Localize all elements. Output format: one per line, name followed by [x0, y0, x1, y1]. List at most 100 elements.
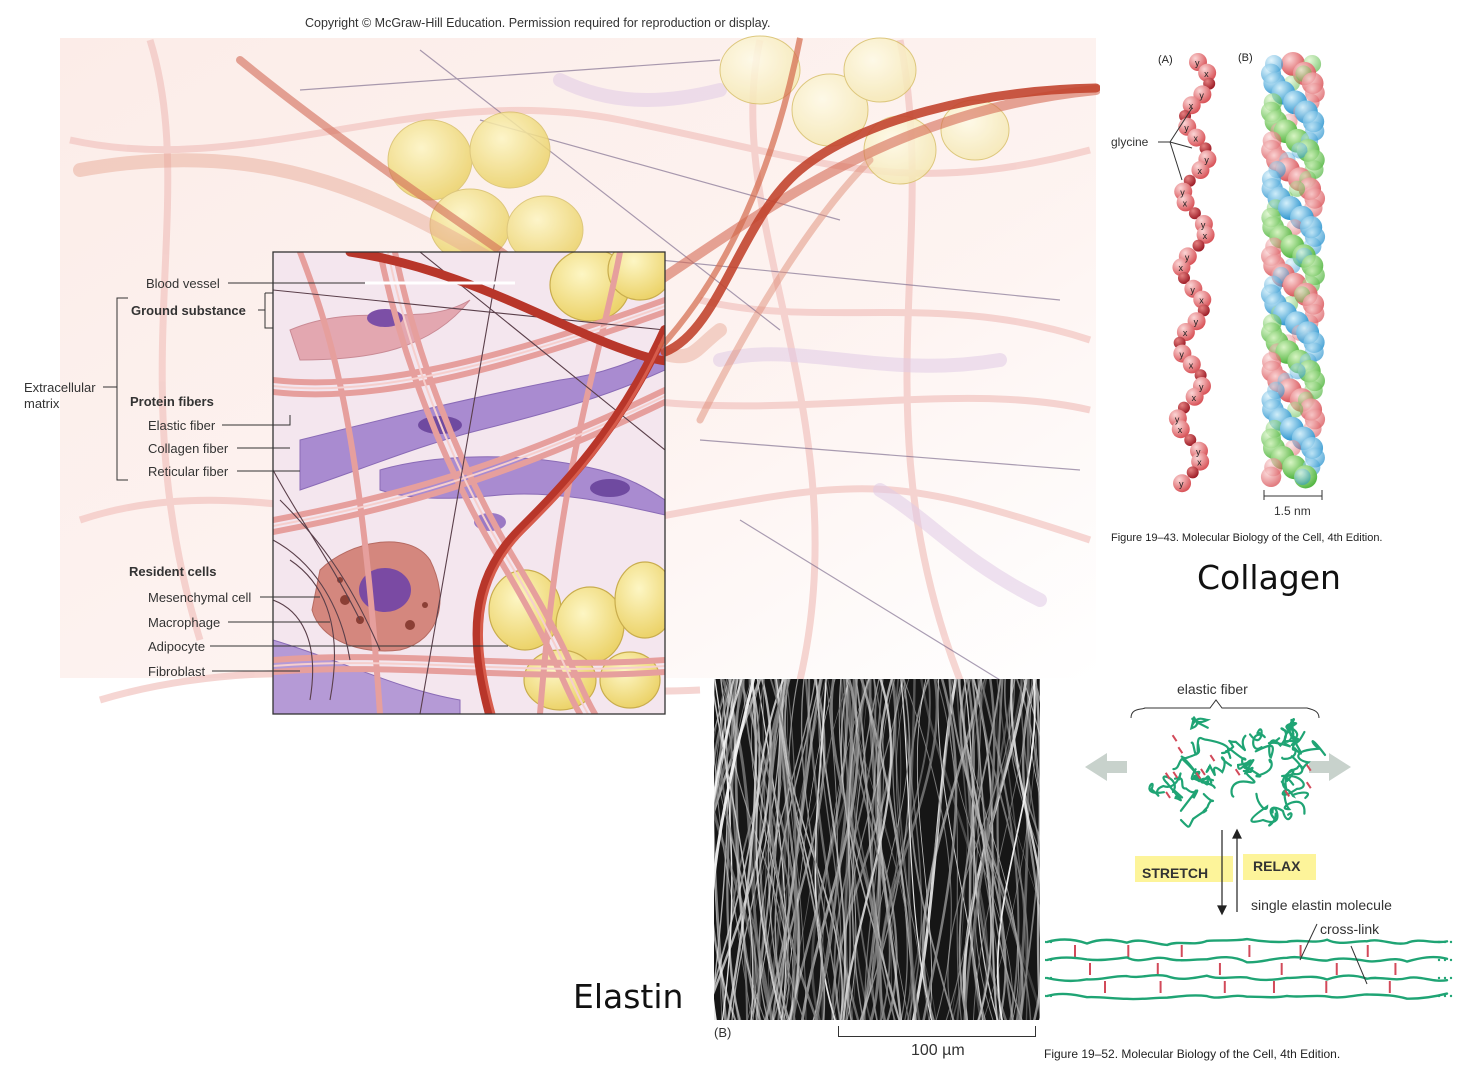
residue-label: y — [1175, 414, 1180, 424]
elastin-fiber-strand — [1015, 673, 1030, 1026]
elastin-fiber-strand — [907, 673, 922, 1026]
elastin-fiber-strand — [859, 673, 883, 1026]
elastin-fiber-strand — [749, 673, 788, 1026]
label-protein-fibers: Protein fibers — [130, 394, 214, 409]
elastin-molecule-coil — [1284, 718, 1298, 742]
elastin-fiber-strand — [815, 673, 846, 1026]
label-collagen-fiber: Collagen fiber — [148, 441, 229, 456]
relaxed-cross-link — [1165, 791, 1171, 799]
elastin-fiber-strand — [726, 673, 742, 1026]
elastin-fiber-strand — [848, 673, 912, 1026]
elastin-title: Elastin — [573, 977, 684, 1016]
residue-label: y — [1179, 350, 1184, 360]
residue-label: x — [1192, 393, 1197, 403]
relaxed-cross-link — [1234, 768, 1241, 776]
helix-residue — [1287, 401, 1304, 418]
elastin-fiber-strand — [755, 673, 787, 1026]
residue-label: x — [1183, 328, 1188, 338]
helix-residue — [1291, 142, 1308, 159]
elastin-fiber-strand — [959, 673, 1024, 1026]
continuation-dot — [1449, 958, 1453, 962]
elastin-fiber-strand — [955, 673, 1016, 1026]
residue-label: y — [1204, 155, 1209, 165]
elastin-fiber-strand — [838, 673, 857, 1026]
continuation-dot — [1437, 976, 1441, 980]
elastin-molecule-coil — [1230, 766, 1256, 798]
elastin-fiber-strand — [996, 673, 1036, 1026]
continuation-dot — [1437, 940, 1441, 944]
elastin-panel-b-label: (B) — [714, 1025, 732, 1040]
collagen-scale-label: 1.5 nm — [1274, 504, 1311, 518]
elastin-fiber-strand — [971, 673, 1001, 1026]
elastin-fiber-strand — [956, 673, 1009, 1026]
single-elastin-molecule-label: single elastin molecule — [1251, 897, 1392, 913]
residue-label: y — [1180, 188, 1185, 198]
elastin-molecule-coil — [1173, 776, 1199, 812]
magnified-box-content — [273, 252, 665, 714]
label-macrophage: Macrophage — [148, 615, 221, 630]
elastin-fiber-strand — [977, 673, 1046, 1026]
elastin-fiber-strand — [843, 673, 855, 1026]
label-reticular-fiber: Reticular fiber — [148, 464, 229, 479]
amino-acid-residue — [1198, 63, 1217, 82]
residue-label: y — [1179, 479, 1184, 489]
elastin-molecule-coil — [1290, 740, 1327, 771]
elastin-fiber-strand — [871, 673, 898, 1026]
amino-acid-residue — [1191, 161, 1210, 179]
elastin-fiber-strand — [842, 673, 891, 1026]
collagen-triple-helix — [1260, 52, 1326, 489]
residue-label: x — [1189, 360, 1194, 370]
amino-acid-residue — [1191, 452, 1210, 471]
elastin-molecule-coil — [1228, 747, 1273, 778]
elastin-molecule-coil — [1248, 728, 1266, 750]
helix-residue — [1294, 468, 1311, 485]
amino-acid-residue — [1192, 239, 1205, 252]
elastin-fiber-strand — [774, 673, 822, 1026]
blood-vessel-outer — [660, 83, 1101, 357]
elastin-scale-label: 100 µm — [911, 1042, 965, 1059]
elastin-fiber-strand — [981, 673, 1041, 1026]
continuation-dot — [1043, 958, 1047, 962]
amino-acid-residue — [1184, 434, 1197, 446]
elastin-molecule-coil — [1224, 734, 1247, 759]
stretched-elastin-molecule — [1045, 973, 1449, 983]
stretched-elastin-molecule — [1045, 992, 1449, 1001]
elastin-molecule-coil — [1190, 736, 1230, 756]
amino-acid-residue — [1172, 258, 1191, 277]
relaxed-cross-link — [1195, 772, 1202, 780]
elastin-fiber-strand — [768, 673, 797, 1026]
stretch-arrow-right — [1309, 753, 1351, 781]
relaxed-cross-link — [1305, 764, 1312, 772]
elastin-fiber-strand — [996, 673, 1015, 1026]
cross-link-leader — [1350, 945, 1368, 985]
continuation-dot — [1449, 940, 1453, 944]
elastin-fiber-strand — [750, 673, 794, 1026]
elastin-fiber-strand — [947, 673, 1015, 1026]
elastin-fiber-strand — [709, 673, 754, 1026]
elastin-fiber-strand — [879, 673, 911, 1026]
relax-highlight — [1243, 854, 1316, 880]
elastin-fiber-strand — [937, 673, 984, 1026]
elastic-fiber-tangle — [1148, 716, 1327, 828]
residue-label: y — [1199, 90, 1204, 100]
relaxed-cross-link — [1171, 734, 1178, 742]
elastin-fiber-strand — [871, 673, 910, 1026]
elastin-molecule-coil — [1283, 788, 1309, 815]
elastin-fiber-strand — [816, 673, 852, 1026]
elastin-fiber-strand — [851, 673, 881, 1026]
continuation-dot — [1043, 994, 1047, 998]
elastin-fiber-strand — [934, 673, 963, 1026]
ecm-illustration — [60, 35, 1101, 715]
continuation-dot — [1443, 940, 1447, 944]
label-ground-substance: Ground substance — [131, 303, 246, 318]
amino-acid-residue — [1196, 225, 1215, 244]
elastin-fiber-strand — [873, 673, 938, 1026]
relaxed-cross-link — [1305, 781, 1312, 789]
continuation-dot — [1437, 994, 1441, 998]
label-blood-vessel: Blood vessel — [146, 276, 220, 291]
copyright-notice: Copyright © McGraw-Hill Education. Permi… — [305, 16, 771, 30]
continuation-dot — [1437, 958, 1441, 962]
relaxed-cross-link — [1172, 771, 1179, 779]
elastin-molecule-coil — [1189, 716, 1212, 731]
collagen-figure-caption: Figure 19–43. Molecular Biology of the C… — [1111, 532, 1383, 544]
